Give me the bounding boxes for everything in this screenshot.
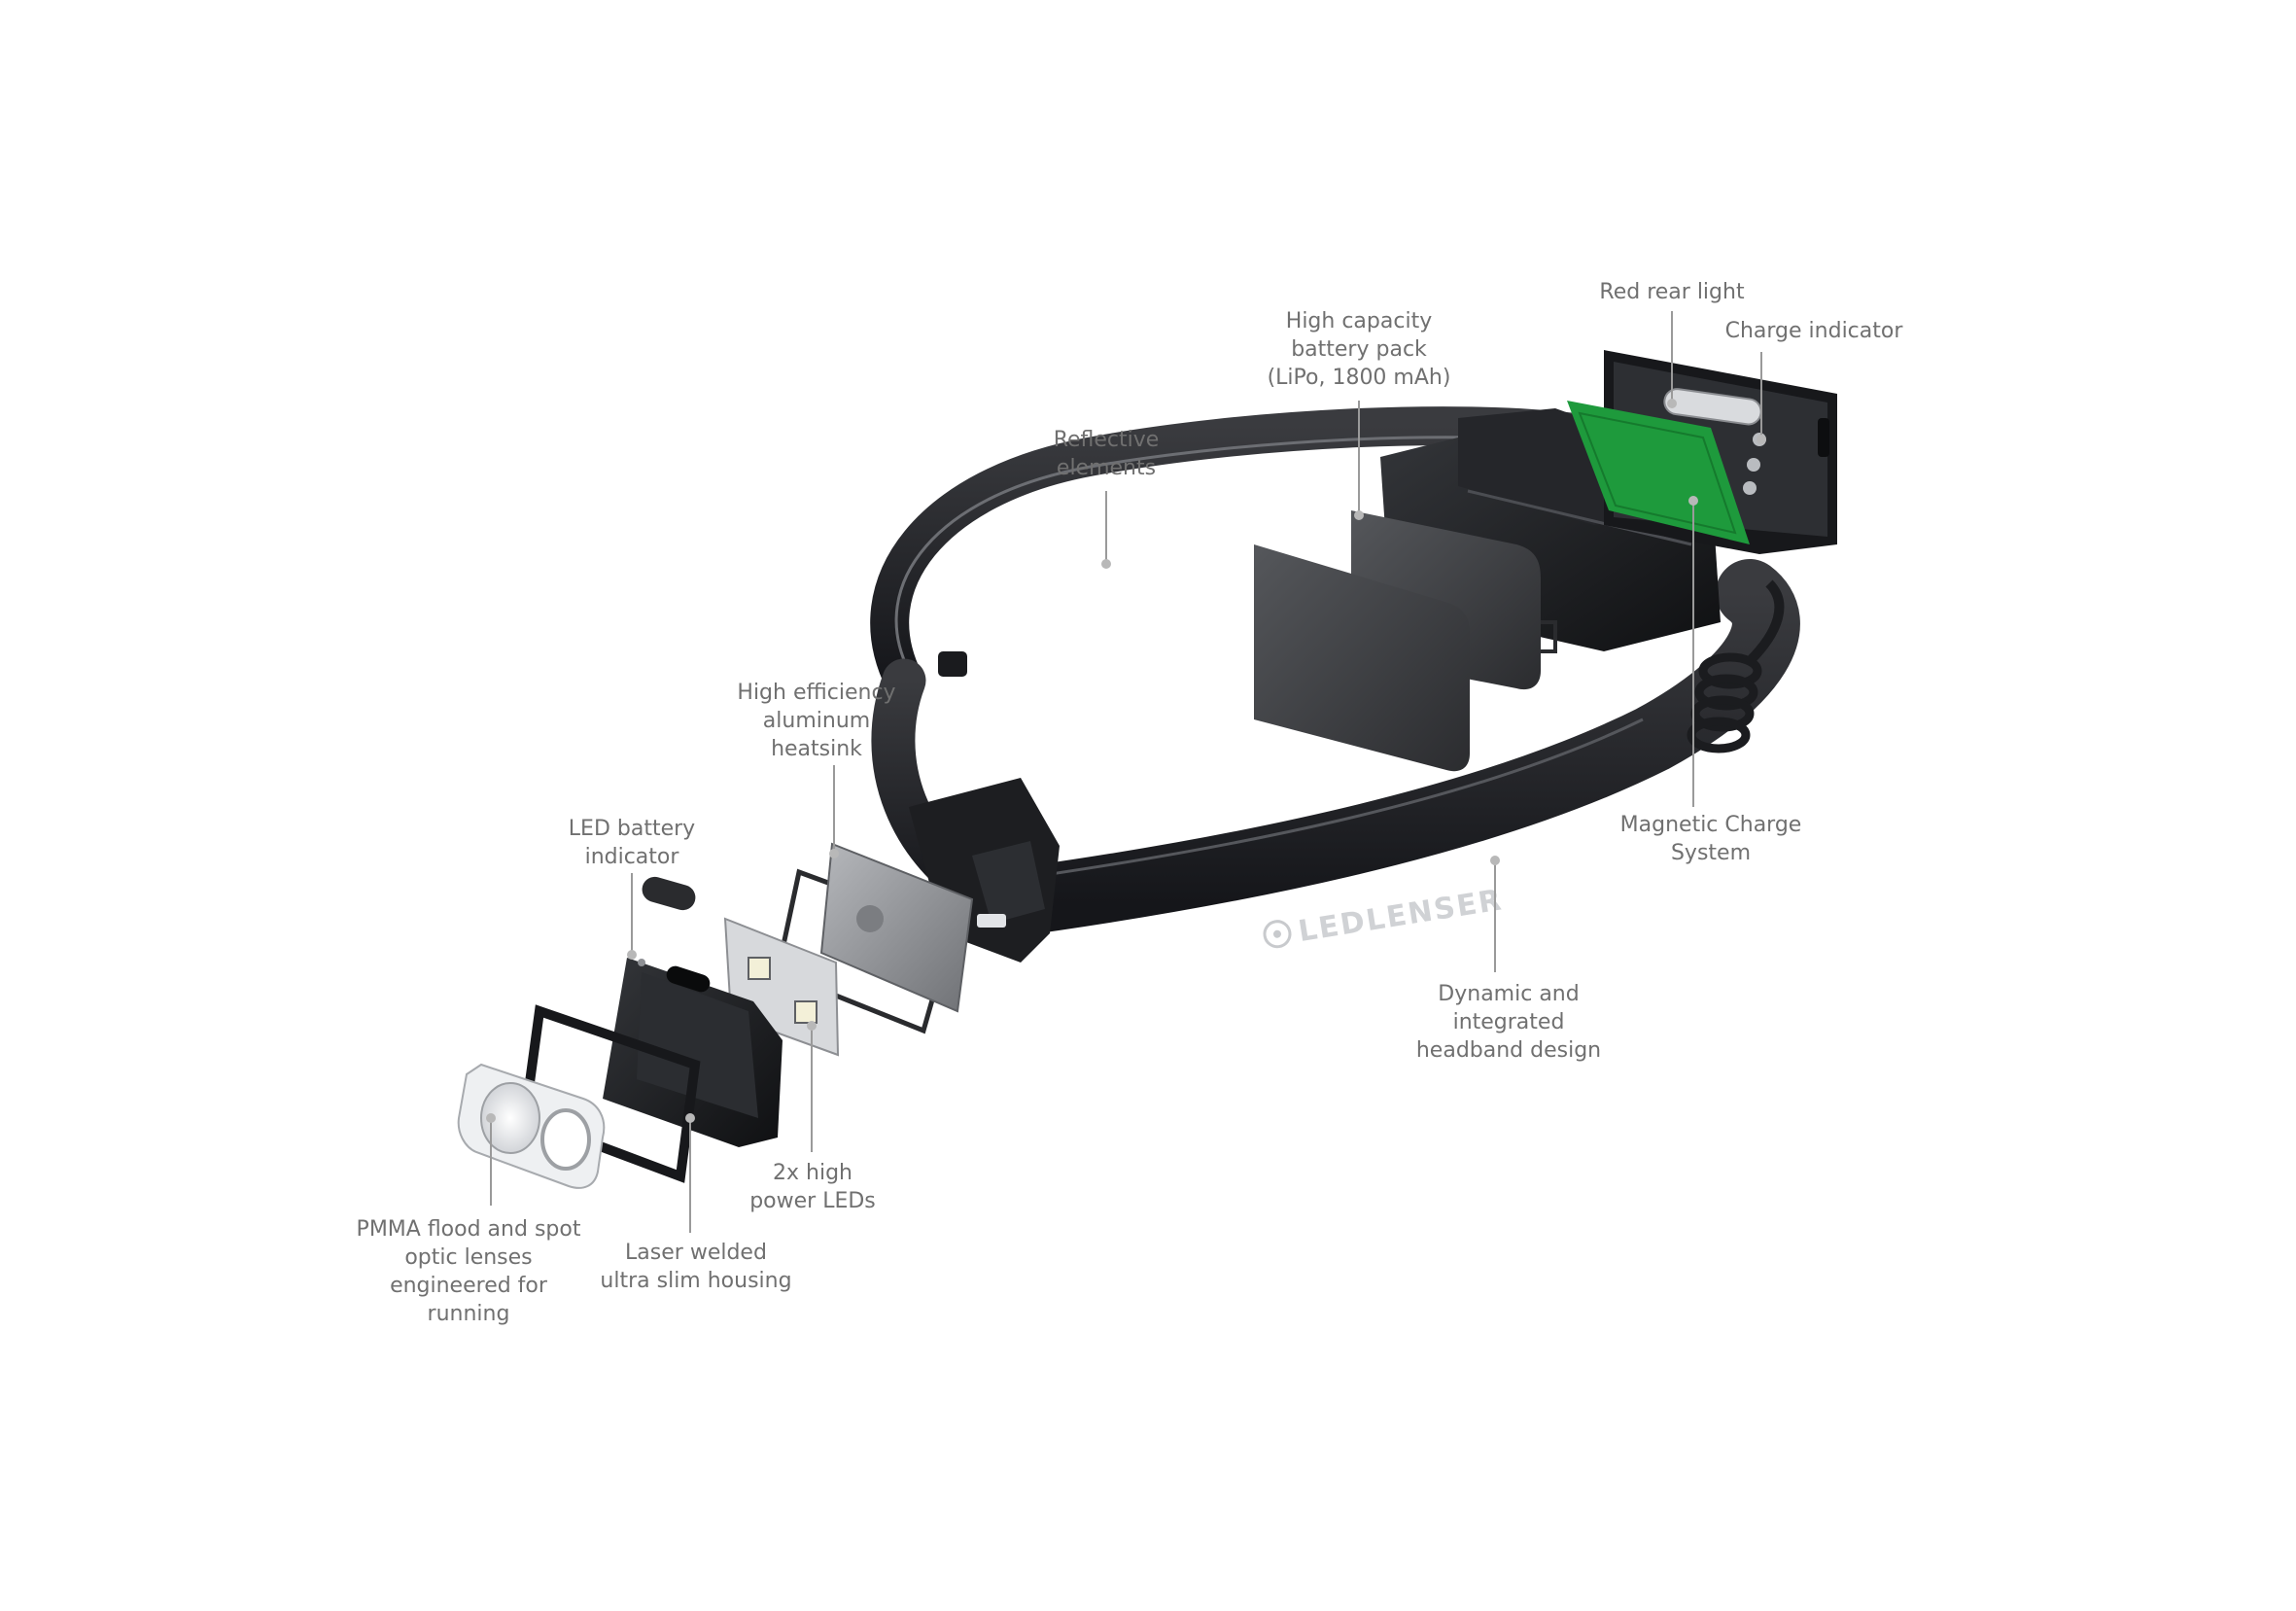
callout-line: Magnetic Charge	[1619, 813, 1802, 837]
led-1-icon	[748, 957, 771, 980]
callout-red-rear-light: Red rear light	[1516, 278, 1827, 306]
callout-reflective-elements: Reflective elements	[951, 426, 1262, 482]
battery-pack	[1254, 510, 1557, 772]
brand-badge: LEDLENSER	[1263, 883, 1506, 949]
callout-line: heatsink	[771, 737, 862, 761]
callout-line: integrated	[1452, 1010, 1565, 1034]
charge-pcb	[1567, 401, 1750, 544]
brand-logo-icon	[1263, 920, 1292, 949]
heatsink	[775, 842, 974, 1034]
callout-line: High efficiency	[737, 681, 896, 705]
callout-line: Charge indicator	[1724, 319, 1903, 343]
callout-charge-indicator: Charge indicator	[1658, 317, 1969, 345]
callout-line: engineered for	[390, 1274, 547, 1298]
spot-lens-icon	[540, 1108, 591, 1171]
rear-light-module	[1567, 350, 1837, 554]
callout-line: running	[427, 1302, 510, 1326]
leader-lines	[490, 311, 1762, 1233]
brand-text: LEDLENSER	[1296, 883, 1505, 949]
callout-line: 2x high	[773, 1161, 852, 1185]
callout-line: elements	[1056, 456, 1157, 480]
optic-lens	[457, 1063, 606, 1189]
headband-front-edge	[1010, 718, 1644, 882]
callout-magnetic-charge: Magnetic Charge System	[1555, 811, 1866, 867]
callout-line: optic lenses	[404, 1245, 533, 1270]
headband-back-strap	[870, 406, 1594, 700]
callout-line: PMMA flood and spot	[356, 1217, 581, 1242]
callout-headband-design: Dynamic and integrated headband design	[1353, 980, 1664, 1065]
reflective-strip	[894, 436, 1576, 672]
battery-cell-front	[1254, 544, 1470, 772]
callout-line: aluminum	[762, 709, 871, 733]
leader-dots	[486, 399, 1766, 1123]
callout-line: Dynamic and	[1438, 982, 1580, 1006]
callout-line: High capacity	[1285, 309, 1433, 333]
coiled-cable	[1687, 579, 1785, 753]
callout-line: Laser welded	[625, 1241, 767, 1265]
led-2-icon	[794, 1000, 818, 1024]
flood-lens-icon	[480, 1082, 540, 1154]
callout-line: Red rear light	[1599, 280, 1745, 304]
indicator-light-pipe	[642, 876, 696, 911]
callout-line: (LiPo, 1800 mAh)	[1267, 366, 1451, 390]
heatsink-plate	[819, 842, 974, 1013]
callout-line: LED battery	[568, 817, 696, 841]
band-clip	[938, 651, 967, 677]
callout-line: ultra slim housing	[600, 1269, 792, 1293]
callout-line: indicator	[584, 845, 679, 869]
callout-line: System	[1670, 841, 1752, 865]
callout-line: battery pack	[1291, 337, 1427, 362]
front-housing	[603, 958, 783, 1147]
callout-power-leds: 2x high power LEDs	[657, 1159, 968, 1215]
callout-line: headband design	[1415, 1038, 1602, 1063]
callout-led-battery-indicator: LED battery indicator	[476, 815, 787, 871]
callout-heatsink: High efficiency aluminum heatsink	[661, 679, 972, 763]
callout-line: Reflective	[1053, 428, 1160, 452]
callout-battery-pack: High capacity battery pack (LiPo, 1800 m…	[1203, 307, 1514, 392]
callout-optic-lenses: PMMA flood and spot optic lenses enginee…	[313, 1215, 624, 1328]
callout-line: power LEDs	[749, 1189, 876, 1213]
callout-laser-welded: Laser welded ultra slim housing	[540, 1239, 852, 1295]
